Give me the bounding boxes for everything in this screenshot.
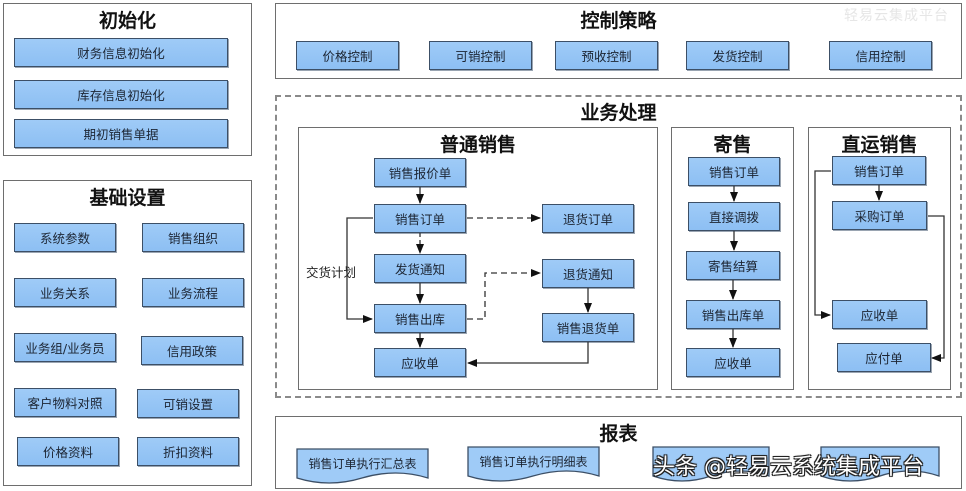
control-item-prepayment[interactable]: 预收控制 <box>555 41 658 70</box>
basic-item-discount-data[interactable]: 折扣资料 <box>137 437 239 466</box>
flow-delivery-notice[interactable]: 发货通知 <box>374 254 466 283</box>
watermark-top: 轻易云集成平台 <box>844 8 949 24</box>
report-order-detail-label: 销售订单执行明细表 <box>479 455 588 469</box>
direct-receivable[interactable]: 应收单 <box>832 300 927 329</box>
control-item-credit[interactable]: 信用控制 <box>829 41 932 70</box>
report-item-3[interactable] <box>652 446 770 484</box>
basic-item-business-relation[interactable]: 业务关系 <box>14 278 116 307</box>
basic-settings-title: 基础设置 <box>89 187 166 209</box>
report-order-summary-label: 销售订单执行汇总表 <box>308 457 417 471</box>
flow-return-notice[interactable]: 退货通知 <box>542 259 634 288</box>
direct-purchase-order[interactable]: 采购订单 <box>832 201 927 230</box>
flow-return-order[interactable]: 退货订单 <box>542 204 634 233</box>
control-item-shipping[interactable]: 发货控制 <box>686 41 789 70</box>
business-processing-container: 业务处理 <box>275 95 962 398</box>
control-item-saleable[interactable]: 可销控制 <box>429 41 532 70</box>
watermark-bottom: 头条 @轻易云系统集成平台 <box>653 455 924 480</box>
direct-shipping-title: 直运销售 <box>841 134 918 156</box>
init-item-opening-sales[interactable]: 期初销售单据 <box>14 119 228 148</box>
report-item-4[interactable] <box>820 446 940 484</box>
flow-sales-order[interactable]: 销售订单 <box>374 204 466 233</box>
document-shape-icon <box>296 448 429 484</box>
consign-direct-transfer[interactable]: 直接调拨 <box>688 202 780 231</box>
direct-sales-order[interactable]: 销售订单 <box>832 156 926 185</box>
basic-item-business-group[interactable]: 业务组/业务员 <box>14 333 116 362</box>
document-shape-icon <box>820 446 940 482</box>
init-title: 初始化 <box>98 10 156 32</box>
consign-outbound[interactable]: 销售出库单 <box>686 300 780 329</box>
flow-sales-quote[interactable]: 销售报价单 <box>374 158 466 187</box>
init-item-finance[interactable]: 财务信息初始化 <box>14 38 228 67</box>
flow-sales-return[interactable]: 销售退货单 <box>542 313 634 342</box>
document-shape-icon <box>652 446 770 482</box>
consign-settlement[interactable]: 寄售结算 <box>686 251 780 280</box>
basic-item-system-params[interactable]: 系统参数 <box>14 223 116 252</box>
reports-title: 报表 <box>599 423 638 445</box>
business-processing-title: 业务处理 <box>580 102 657 124</box>
basic-item-business-flow[interactable]: 业务流程 <box>142 278 244 307</box>
flow-sales-outbound[interactable]: 销售出库 <box>374 304 466 333</box>
consign-sales-order[interactable]: 销售订单 <box>688 157 780 186</box>
consign-receivable[interactable]: 应收单 <box>686 348 780 377</box>
basic-item-saleable-settings[interactable]: 可销设置 <box>137 389 239 418</box>
basic-item-credit-policy[interactable]: 信用政策 <box>141 336 243 365</box>
basic-item-price-data[interactable]: 价格资料 <box>17 437 119 466</box>
report-order-summary[interactable]: 销售订单执行汇总表 <box>296 448 429 486</box>
basic-item-customer-material[interactable]: 客户物料对照 <box>14 388 116 417</box>
delivery-plan-label: 交货计划 <box>306 262 357 281</box>
control-item-price[interactable]: 价格控制 <box>296 41 399 70</box>
report-order-detail[interactable]: 销售订单执行明细表 <box>467 446 600 484</box>
consignment-title: 寄售 <box>713 134 752 156</box>
init-item-inventory[interactable]: 库存信息初始化 <box>14 80 228 109</box>
basic-item-sales-org[interactable]: 销售组织 <box>142 223 244 252</box>
control-strategy-title: 控制策略 <box>580 10 657 32</box>
direct-payable[interactable]: 应付单 <box>837 343 931 372</box>
flow-receivable[interactable]: 应收单 <box>374 348 466 377</box>
normal-sales-title: 普通销售 <box>439 134 516 156</box>
document-shape-icon <box>467 446 600 482</box>
